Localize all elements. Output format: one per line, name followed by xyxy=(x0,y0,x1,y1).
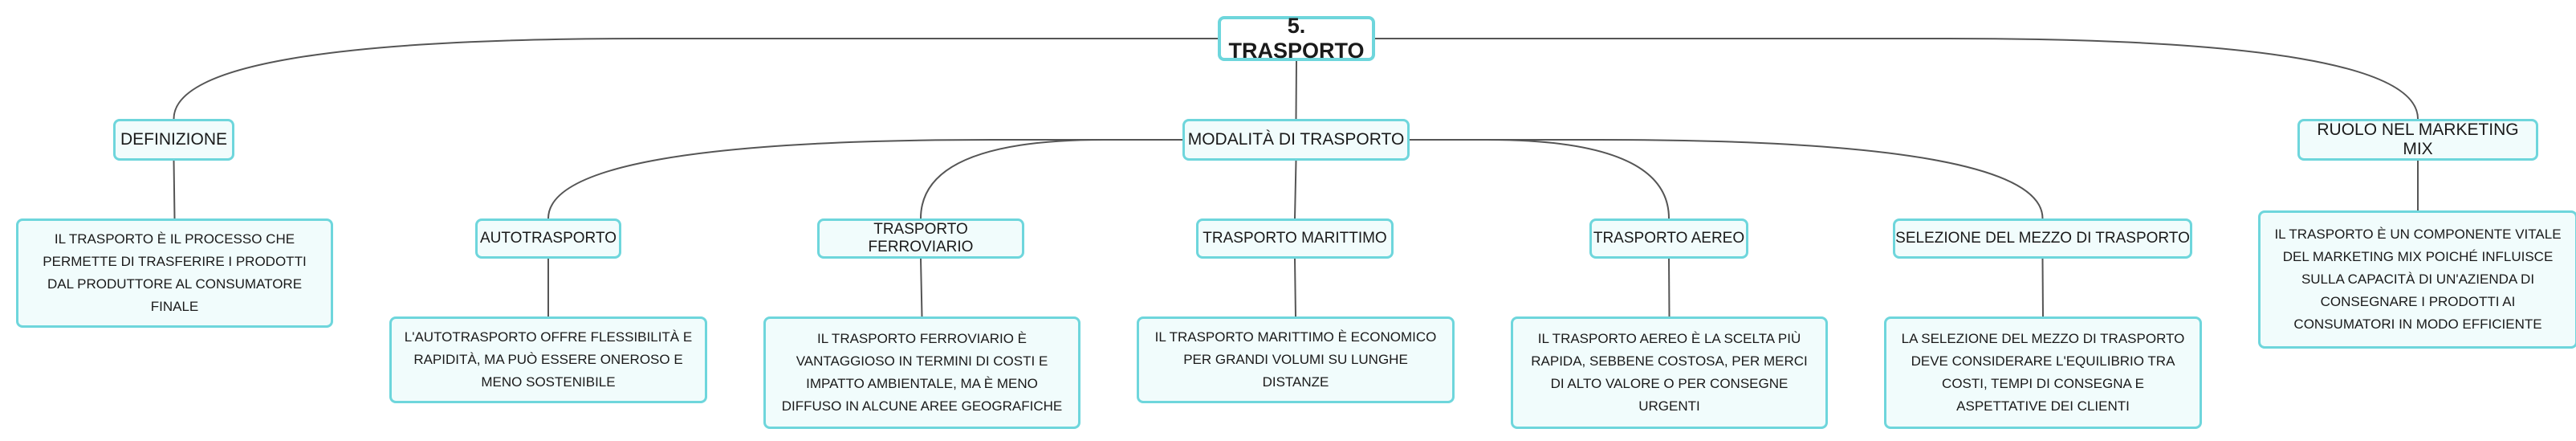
connector-mar-note xyxy=(1294,258,1296,317)
note-autotrasporto[interactable]: L'AUTOTRASPORTO OFFRE FLESSIBILITÀ E RAP… xyxy=(389,316,707,403)
note-ruolo-nel-marketing-mix[interactable]: IL TRASPORTO È UN COMPONENTE VITALE DEL … xyxy=(2258,210,2576,349)
connector-n-def-note xyxy=(173,160,176,219)
topic-trasporto-aereo[interactable]: TRASPORTO AEREO xyxy=(1589,218,1748,259)
note-trasporto-marittimo[interactable]: IL TRASPORTO MARITTIMO È ECONOMICO PER G… xyxy=(1137,316,1455,403)
connector-sel-note xyxy=(2041,258,2044,317)
connector-modalita-n-auto xyxy=(547,139,1182,219)
note-trasporto-aereo[interactable]: IL TRASPORTO AEREO È LA SCELTA PIÙ RAPID… xyxy=(1511,316,1828,429)
root-topic[interactable]: 5. TRASPORTO xyxy=(1218,14,1375,63)
note-definizione[interactable]: IL TRASPORTO È IL PROCESSO CHE PERMETTE … xyxy=(16,218,333,328)
topic-ruolo-nel-marketing-mix[interactable]: RUOLO NEL MARKETING MIX xyxy=(2297,119,2538,161)
connector-modalita-n-aer xyxy=(1410,139,1670,219)
connector-modalita-n-sel xyxy=(1410,139,2044,219)
topic-modalita-di-trasporto[interactable]: MODALITÀ DI TRASPORTO xyxy=(1182,119,1410,161)
topic-selezione-del-mezzo-di-trasporto[interactable]: SELEZIONE DEL MEZZO DI TRASPORTO xyxy=(1893,218,2192,259)
connector-ferr-note xyxy=(920,258,923,317)
topic-trasporto-ferroviario[interactable]: TRASPORTO FERROVIARIO xyxy=(817,218,1024,259)
connector-root-definizione xyxy=(173,38,1218,120)
note-trasporto-ferroviario[interactable]: IL TRASPORTO FERROVIARIO È VANTAGGIOSO I… xyxy=(763,316,1080,429)
topic-definizione[interactable]: DEFINIZIONE xyxy=(113,119,234,161)
topic-autotrasporto[interactable]: AUTOTRASPORTO xyxy=(475,218,621,259)
connector-modalita-n-ferr xyxy=(920,139,1182,219)
connector-root-modalita xyxy=(1295,60,1297,120)
connector-root-ruolo xyxy=(1375,38,2419,120)
note-selezione-del-mezzo-di-trasporto[interactable]: LA SELEZIONE DEL MEZZO DI TRASPORTO DEVE… xyxy=(1884,316,2202,429)
topic-trasporto-marittimo[interactable]: TRASPORTO MARITTIMO xyxy=(1196,218,1394,259)
connector-aer-note xyxy=(1668,258,1671,317)
connector-modalita-n-mar xyxy=(1294,160,1297,219)
